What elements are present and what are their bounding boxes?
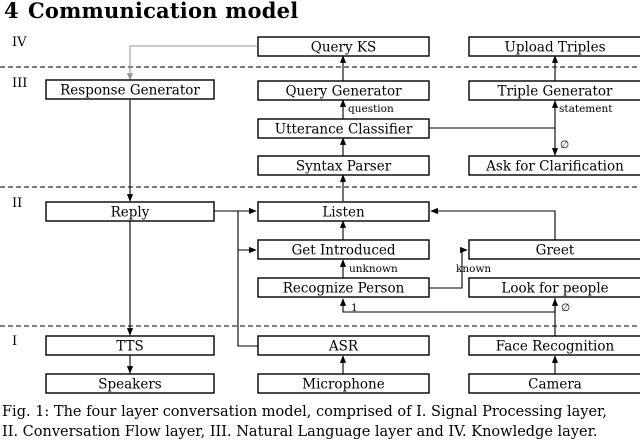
node-query-generator: Query Generator xyxy=(257,80,430,101)
edge-label-one: 1 xyxy=(351,302,358,314)
node-triple-generator: Triple Generator xyxy=(468,80,640,101)
svg-text:Query KS: Query KS xyxy=(311,40,376,56)
section-number: 4 xyxy=(4,0,19,23)
caption-line-1: Fig. 1: The four layer conversation mode… xyxy=(2,404,607,420)
svg-text:Listen: Listen xyxy=(322,205,365,221)
section-heading: 4 Communication model xyxy=(4,0,298,23)
edge-greet-to-listen xyxy=(430,207,556,240)
svg-text:ASR: ASR xyxy=(328,339,359,355)
layer-label-i: I xyxy=(12,334,17,349)
node-reply: Reply xyxy=(45,201,215,222)
svg-text:Triple Generator: Triple Generator xyxy=(498,84,614,100)
conversation-model-diagram: IV III II I question statement ∅ unknown… xyxy=(0,35,640,394)
svg-text:Reply: Reply xyxy=(111,205,150,221)
section-title: Communication model xyxy=(28,0,299,23)
edge-label-unknown: unknown xyxy=(349,263,398,275)
svg-text:Microphone: Microphone xyxy=(302,377,384,393)
node-speakers: Speakers xyxy=(45,373,215,394)
node-camera: Camera xyxy=(468,373,640,394)
svg-text:Response Generator: Response Generator xyxy=(60,83,200,99)
svg-text:TTS: TTS xyxy=(116,339,144,355)
edge-label-known: known xyxy=(456,263,491,275)
svg-text:Speakers: Speakers xyxy=(98,377,162,393)
svg-text:Look for people: Look for people xyxy=(501,281,608,297)
node-look-for-people: Look for people xyxy=(468,277,640,298)
svg-text:Recognize Person: Recognize Person xyxy=(283,281,405,297)
edge-querycs-to-response xyxy=(126,45,257,81)
caption-line-2: II. Conversation Flow layer, III. Natura… xyxy=(2,424,598,440)
node-tts: TTS xyxy=(45,335,215,356)
node-recognize-person: Recognize Person xyxy=(257,277,430,298)
svg-text:Utterance Classifier: Utterance Classifier xyxy=(275,122,413,138)
svg-text:Query Generator: Query Generator xyxy=(285,84,402,100)
node-microphone: Microphone xyxy=(257,373,430,394)
node-asr: ASR xyxy=(257,335,430,356)
edge-recognize-to-greet xyxy=(429,246,468,289)
node-ask-for-clarification: Ask for Clarification xyxy=(468,155,640,176)
edge-asr-trunk xyxy=(237,211,258,347)
svg-text:Upload Triples: Upload Triples xyxy=(504,40,605,56)
edge-label-empty-look: ∅ xyxy=(561,302,570,314)
edge-label-statement: statement xyxy=(559,103,613,115)
node-get-introduced: Get Introduced xyxy=(257,239,430,260)
layer-label-iii: III xyxy=(12,76,27,91)
node-response-generator: Response Generator xyxy=(45,79,215,100)
figure-caption: Fig. 1: The four layer conversation mode… xyxy=(2,402,640,442)
edge-look-to-recognize xyxy=(339,298,556,313)
node-syntax-parser: Syntax Parser xyxy=(257,155,430,176)
svg-text:Syntax Parser: Syntax Parser xyxy=(296,159,392,175)
svg-text:Face Recognition: Face Recognition xyxy=(496,339,615,355)
node-face-recognition: Face Recognition xyxy=(468,335,640,356)
layer-label-iv: IV xyxy=(12,35,27,50)
edge-label-empty-clarify: ∅ xyxy=(560,139,569,151)
node-upload-triples: Upload Triples xyxy=(468,36,640,57)
edge-label-question: question xyxy=(348,103,394,115)
svg-text:Ask for Clarification: Ask for Clarification xyxy=(485,159,624,175)
layer-label-ii: II xyxy=(12,196,22,211)
node-utterance-classifier: Utterance Classifier xyxy=(257,118,430,139)
svg-text:Camera: Camera xyxy=(528,377,582,393)
node-query-ks: Query KS xyxy=(257,36,430,57)
node-greet: Greet xyxy=(468,239,640,260)
svg-text:Get Introduced: Get Introduced xyxy=(291,243,395,259)
node-listen: Listen xyxy=(257,201,430,222)
svg-text:Greet: Greet xyxy=(536,243,575,259)
edge-classifier-to-triple xyxy=(429,100,559,129)
